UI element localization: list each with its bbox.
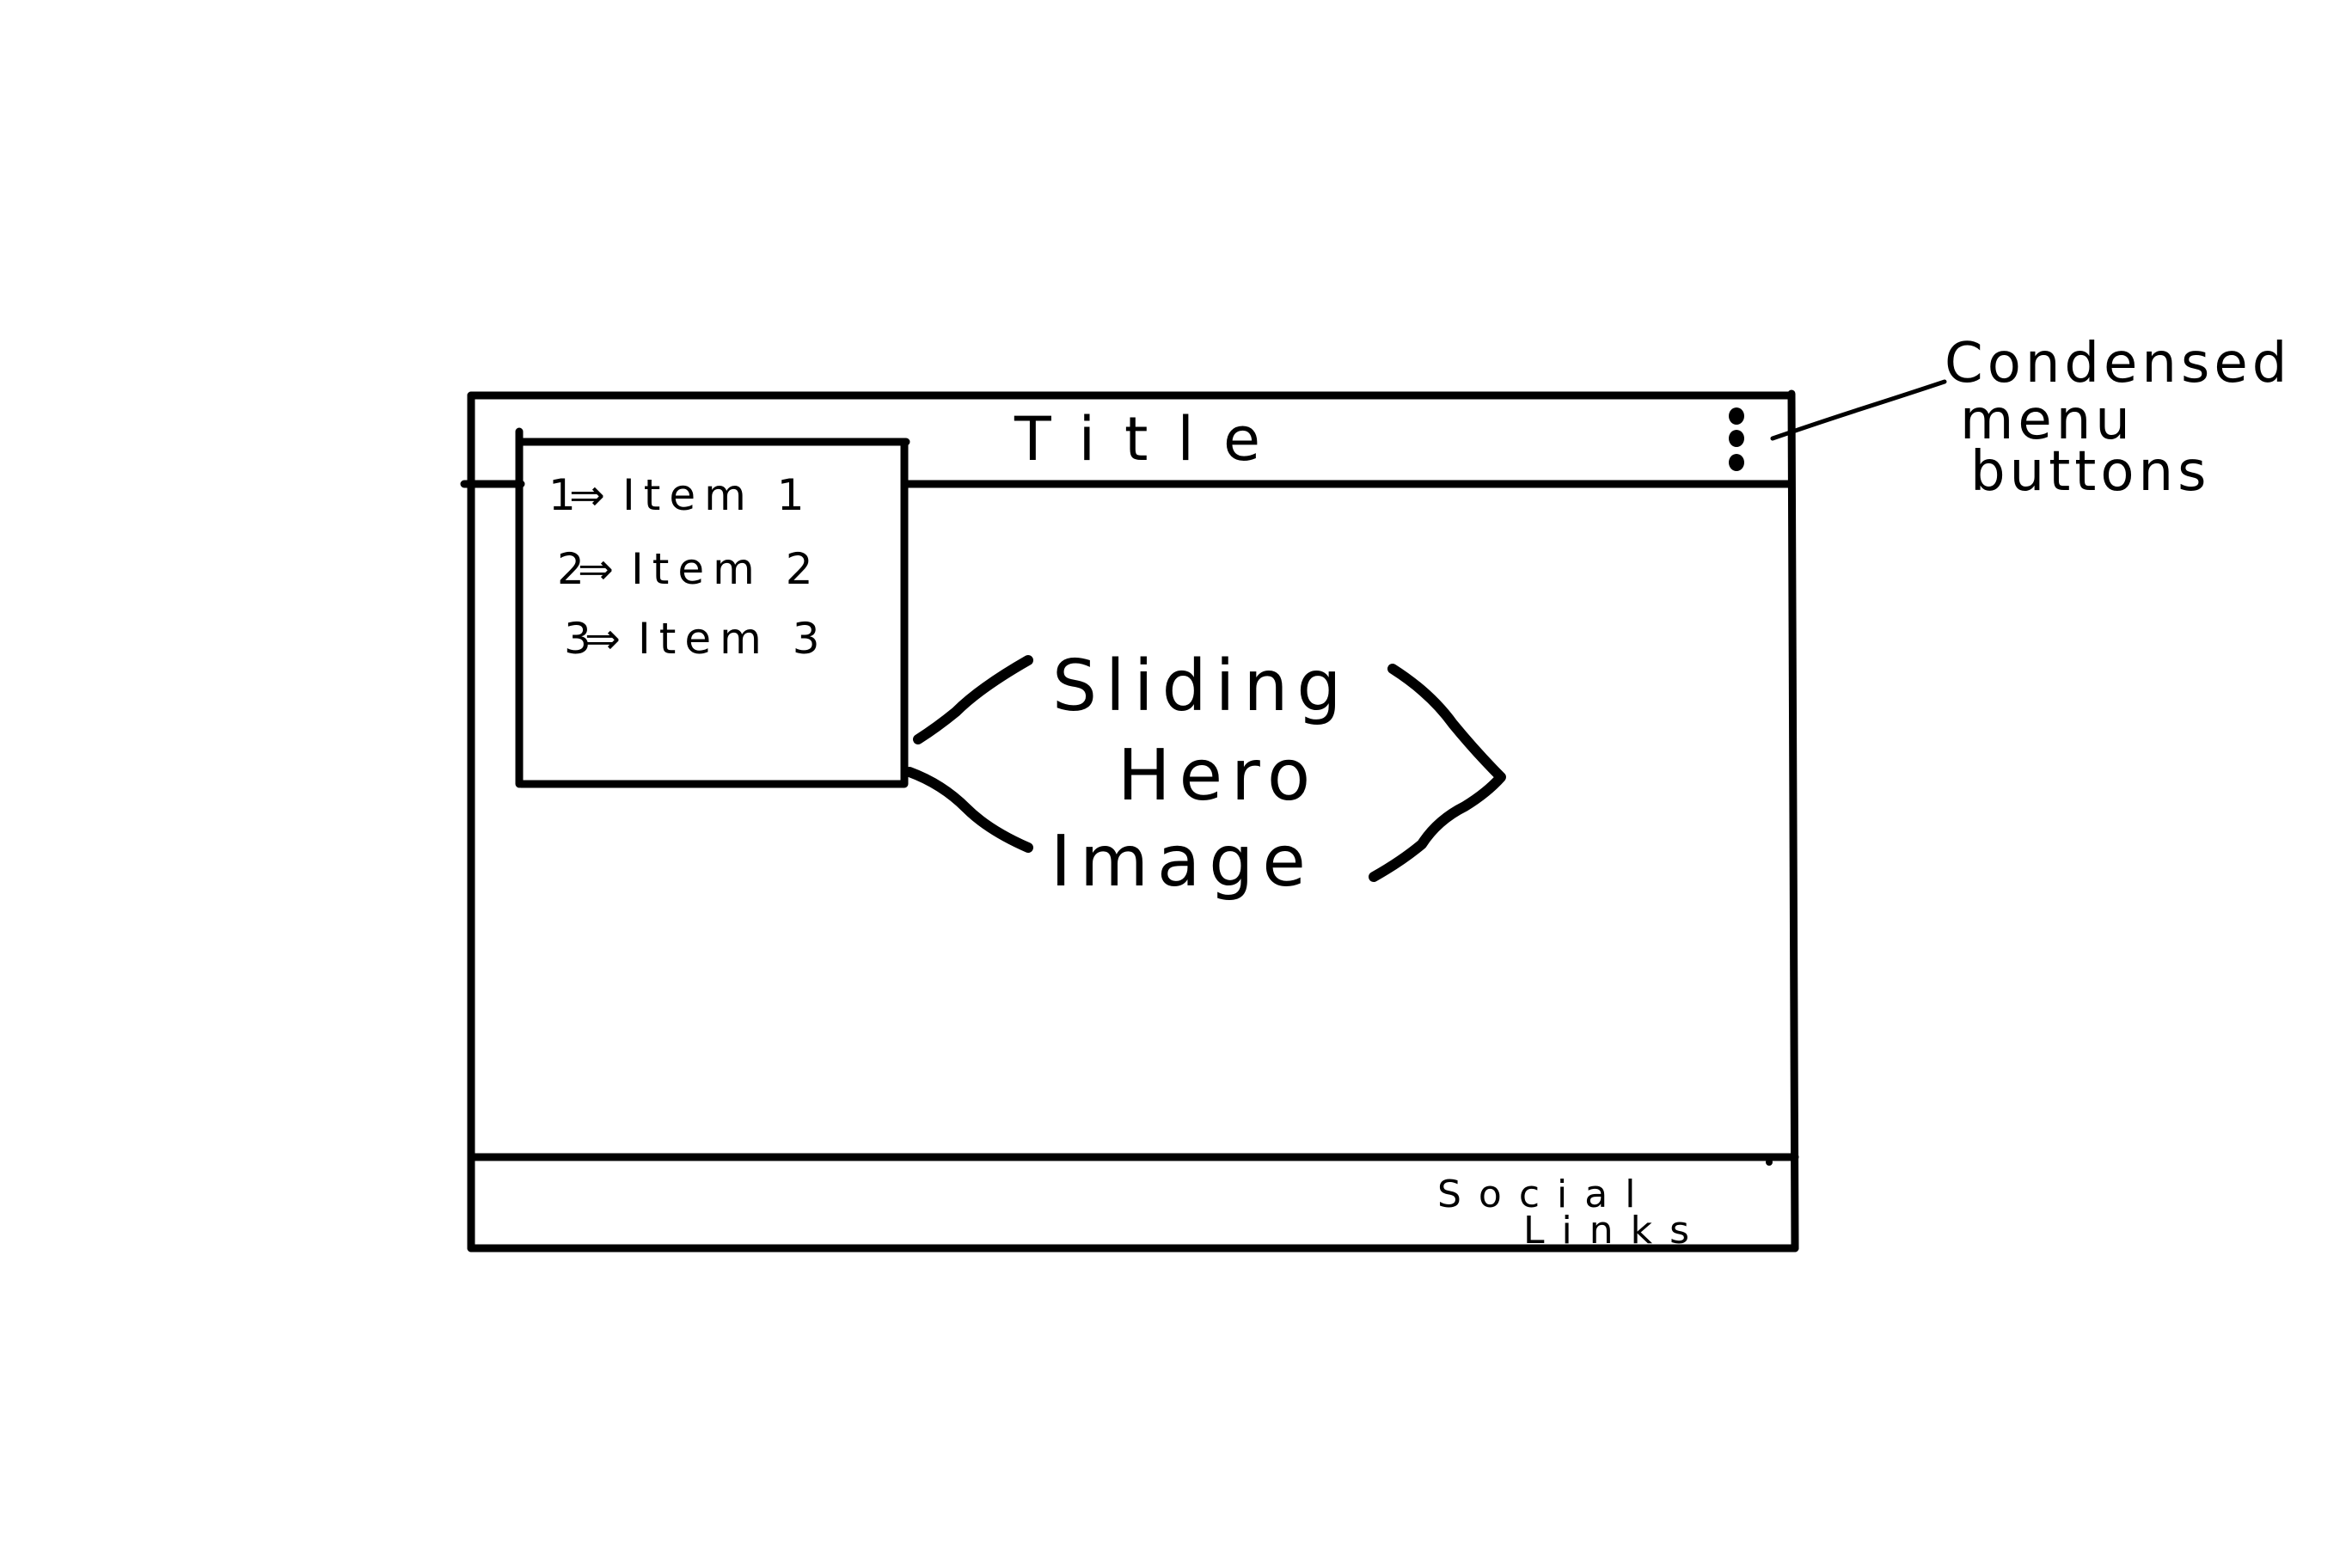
dropdown-item-3[interactable]: 3 ⇒ Item 3 <box>564 614 829 664</box>
annotation-line-1: Condensed <box>1945 332 2291 395</box>
dropdown-item-1[interactable]: 1 ⇒ Item 1 <box>548 470 813 520</box>
dropdown-item-label: Item 1 <box>622 470 813 520</box>
vertical-dots-icon[interactable] <box>1729 407 1744 471</box>
dropdown-item-number: 1 <box>548 470 585 520</box>
left-brace <box>904 655 1033 853</box>
dropdown-item-label: Item 2 <box>631 544 822 594</box>
dropdown-menu-border <box>515 427 910 788</box>
dropdown-item-number: 3 <box>564 614 600 664</box>
page-title: Title <box>1014 404 1289 475</box>
frame-right-edge <box>1787 389 1799 1253</box>
arrow-right-icon: ⇒ <box>585 614 629 664</box>
right-brace <box>1369 664 1506 882</box>
menu-dot-2 <box>1729 430 1744 447</box>
menu-dot-1 <box>1729 407 1744 425</box>
footer-social-links[interactable]: Social Links <box>1437 1173 1706 1253</box>
hero-line-2: Hero <box>1118 735 1319 817</box>
hero-image-placeholder: Sliding Hero Image <box>1050 646 1350 903</box>
dropdown-item-2[interactable]: 2 ⇒ Item 2 <box>557 544 822 594</box>
footer-line-2: Links <box>1523 1209 1706 1253</box>
annotation-line-2: menu <box>1960 389 2135 452</box>
hero-line-1: Sliding <box>1052 646 1350 727</box>
arrow-right-icon: ⇒ <box>569 470 614 520</box>
annotation-line-3: buttons <box>1970 440 2210 504</box>
page-frame <box>460 389 1799 1253</box>
dropdown-item-label: Item 3 <box>638 614 829 664</box>
arrow-right-icon: ⇒ <box>578 544 622 594</box>
footer-line-1: Social <box>1437 1173 1652 1216</box>
annotation-condensed-menu: Condensed menu buttons <box>1945 332 2291 504</box>
dropdown-menu[interactable] <box>515 427 910 788</box>
annotation-leader-line <box>1770 379 1947 441</box>
menu-dot-3 <box>1729 454 1744 471</box>
dropdown-item-number: 2 <box>557 544 593 594</box>
hero-braces <box>904 655 1506 882</box>
footer-dot <box>1766 1159 1773 1166</box>
hero-line-3: Image <box>1050 821 1314 903</box>
